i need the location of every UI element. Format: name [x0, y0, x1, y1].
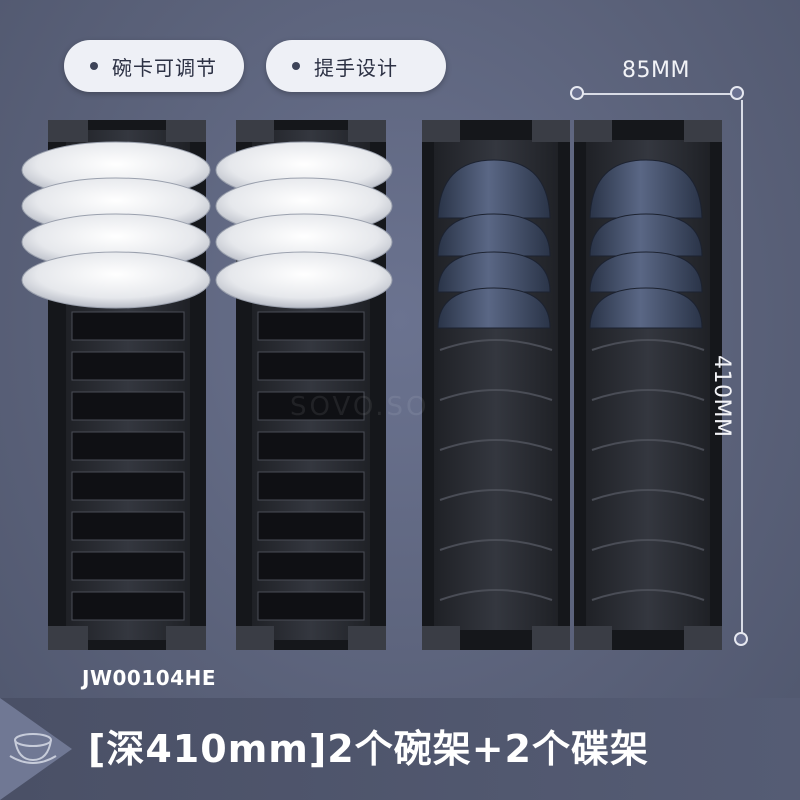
- plate-rack-1: [21, 120, 211, 650]
- dimension-endpoint-icon: [730, 86, 744, 100]
- banner-title: [深410mm]2个碗架+2个碟架: [88, 727, 649, 771]
- dimension-endpoint-icon: [734, 632, 748, 646]
- bowl-rack-2: [574, 120, 722, 650]
- feature-pill-handle-design: 提手设计: [266, 40, 446, 92]
- feature-label: 碗卡可调节: [112, 55, 217, 80]
- dimension-endpoint-icon: [570, 86, 584, 100]
- depth-dimension-label: 410MM: [709, 355, 734, 438]
- bowl-rack-1: [422, 120, 570, 650]
- bullet-dot-icon: [90, 62, 98, 70]
- width-dimension-line: [580, 93, 738, 95]
- bottom-banner: [0, 698, 800, 800]
- feature-pill-adjustable-bowl-clips: 碗卡可调节: [64, 40, 244, 92]
- bullet-dot-icon: [292, 62, 300, 70]
- feature-label: 提手设计: [314, 55, 398, 80]
- model-number: JW00104HE: [82, 666, 216, 690]
- depth-dimension-line: [741, 100, 743, 640]
- bowl-icon: [9, 733, 57, 764]
- watermark: SOVO.SO: [290, 392, 430, 422]
- width-dimension-label: 85MM: [622, 58, 690, 83]
- plate-rack-2: [215, 120, 393, 650]
